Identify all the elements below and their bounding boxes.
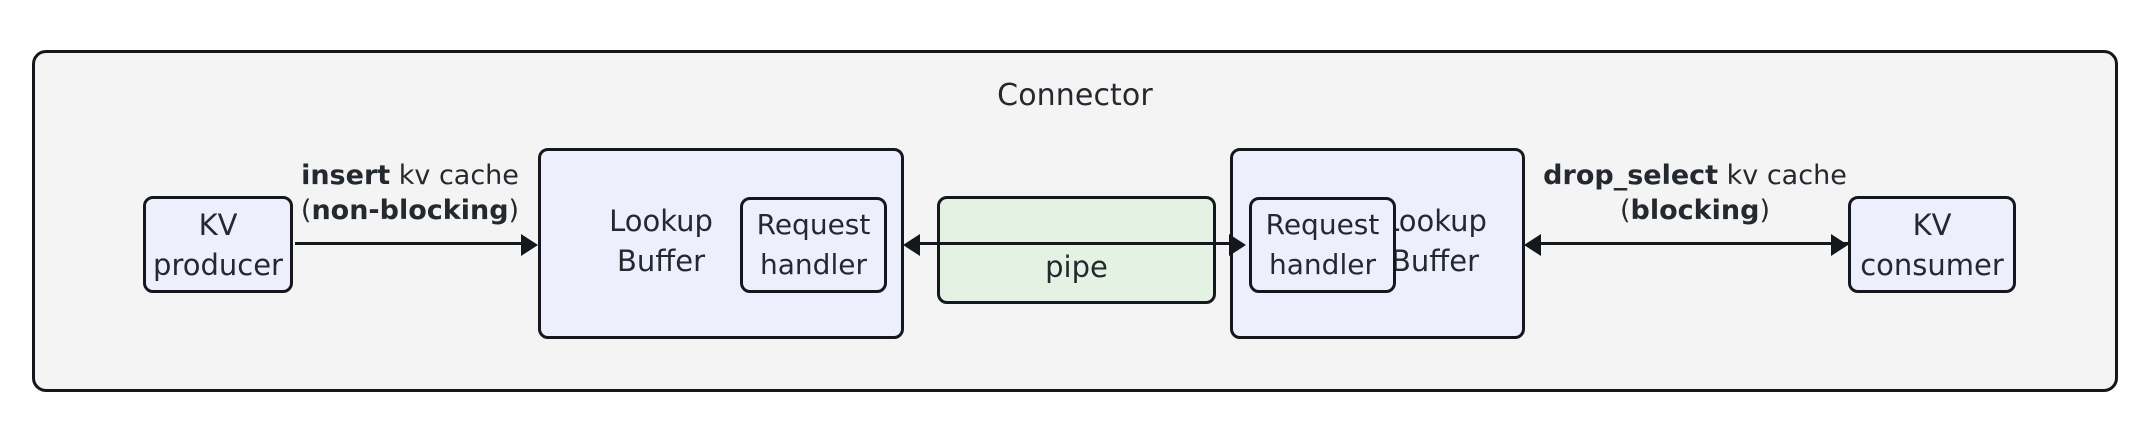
node-pipe-label: pipe	[1045, 250, 1108, 284]
edge-label-drop-select-keyword: drop_select	[1543, 160, 1719, 191]
edge-label-insert-paren-open: (	[300, 195, 312, 226]
node-request-handler-left-label: Request handler	[756, 208, 871, 281]
node-kv-producer-label: KV producer	[153, 207, 283, 282]
connector-title: Connector	[997, 78, 1153, 113]
edge-label-drop-select-line1: drop_select kv cache	[1540, 158, 1850, 193]
edge-label-drop-select-paren-close: )	[1759, 195, 1770, 226]
edge-label-drop-select-paren-open: (	[1620, 195, 1631, 226]
node-kv-consumer-label: KV consumer	[1860, 207, 2004, 282]
edge-insert-line	[295, 242, 521, 245]
edge-label-insert-mode: non-blocking	[311, 195, 509, 226]
node-kv-producer[interactable]: KV producer	[143, 196, 293, 293]
edge-label-insert-line2: (non-blocking)	[300, 193, 520, 228]
edge-label-drop-select-line2: (blocking)	[1540, 193, 1850, 228]
edge-label-insert-keyword: insert	[301, 160, 391, 191]
node-request-handler-left[interactable]: Request handler	[740, 197, 887, 293]
edge-label-drop-select-mode: blocking	[1630, 195, 1760, 226]
edge-pipe-to-right-handler-arrowhead-icon	[1229, 234, 1246, 256]
edge-label-insert: insert kv cache (non-blocking)	[300, 158, 520, 228]
node-request-handler-right[interactable]: Request handler	[1249, 197, 1396, 293]
node-lookup-buffer-right-label: Lookup Buffer	[1383, 204, 1487, 278]
node-lookup-buffer-left-label: Lookup Buffer	[609, 204, 713, 278]
edge-insert-arrowhead-icon	[521, 234, 538, 256]
edge-label-insert-line1-rest: kv cache	[390, 160, 519, 191]
node-request-handler-right-label: Request handler	[1265, 208, 1380, 281]
edge-pipe-to-right-handler-line	[1150, 242, 1230, 245]
node-pipe[interactable]: pipe	[937, 196, 1216, 304]
edge-drop-select-arrowhead-left-icon	[1524, 234, 1541, 256]
edge-label-insert-paren-close: )	[508, 195, 520, 226]
edge-drop-select-line	[1540, 242, 1848, 245]
edge-label-drop-select: drop_select kv cache (blocking)	[1540, 158, 1850, 228]
node-kv-consumer[interactable]: KV consumer	[1848, 196, 2016, 293]
edge-pipe-to-left-buffer-line	[920, 242, 1220, 245]
edge-pipe-to-left-buffer-arrowhead-icon	[903, 234, 920, 256]
edge-label-drop-select-line1-rest: kv cache	[1718, 160, 1847, 191]
edge-drop-select-arrowhead-right-icon	[1831, 234, 1848, 256]
edge-label-insert-line1: insert kv cache	[300, 158, 520, 193]
